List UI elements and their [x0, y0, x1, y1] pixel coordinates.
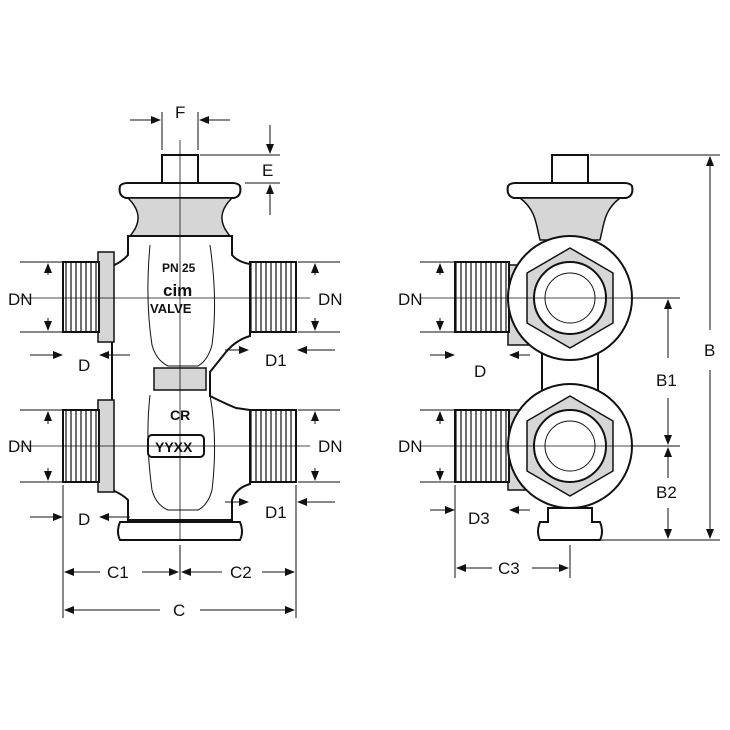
dim-DN-front-lower-left: DN [8, 437, 33, 456]
dim-F: F [175, 103, 185, 122]
dim-B: B [704, 341, 715, 360]
side-upper-thread [454, 261, 510, 333]
side-view [420, 154, 640, 541]
side-top-flange [506, 182, 634, 199]
brand-marking: cim [163, 281, 192, 300]
dim-D-side: D [474, 362, 486, 381]
brand-sub-marking: VALVE [150, 301, 192, 316]
dim-D3: D3 [468, 509, 490, 528]
side-neck [517, 197, 623, 241]
side-stem [551, 154, 589, 184]
upper-left-nut [97, 251, 115, 343]
upper-left-thread [62, 261, 100, 333]
dim-D-front-lower: D [78, 510, 90, 529]
upper-right-thread [249, 261, 297, 333]
dim-DN-front-upper-left: DN [8, 290, 33, 309]
side-bottom-foot [537, 507, 603, 541]
pressure-marking: PN 25 [162, 261, 196, 275]
dim-DN-front-lower-right: DN [318, 437, 343, 456]
dim-D-front-upper: D [78, 356, 90, 375]
dim-DN-side-lower: DN [398, 437, 423, 456]
dim-C: C [173, 601, 185, 620]
dim-C1: C1 [107, 563, 129, 582]
dim-D1-front-upper: D1 [265, 351, 287, 370]
date-code-marking: YYXX [155, 439, 193, 455]
dim-B2: B2 [656, 483, 677, 502]
dimension-lines: F E DN DN D D1 DN [8, 103, 720, 620]
dim-C2: C2 [230, 563, 252, 582]
dim-DN-front-upper-right: DN [318, 290, 343, 309]
dim-DN-side-upper: DN [398, 290, 423, 309]
dim-D1-front-lower: D1 [265, 503, 287, 522]
dim-C3: C3 [498, 559, 520, 578]
dim-B1: B1 [656, 371, 677, 390]
dim-E: E [262, 161, 273, 180]
front-view: PN 25 cim VALVE CR YYXX [20, 140, 310, 541]
